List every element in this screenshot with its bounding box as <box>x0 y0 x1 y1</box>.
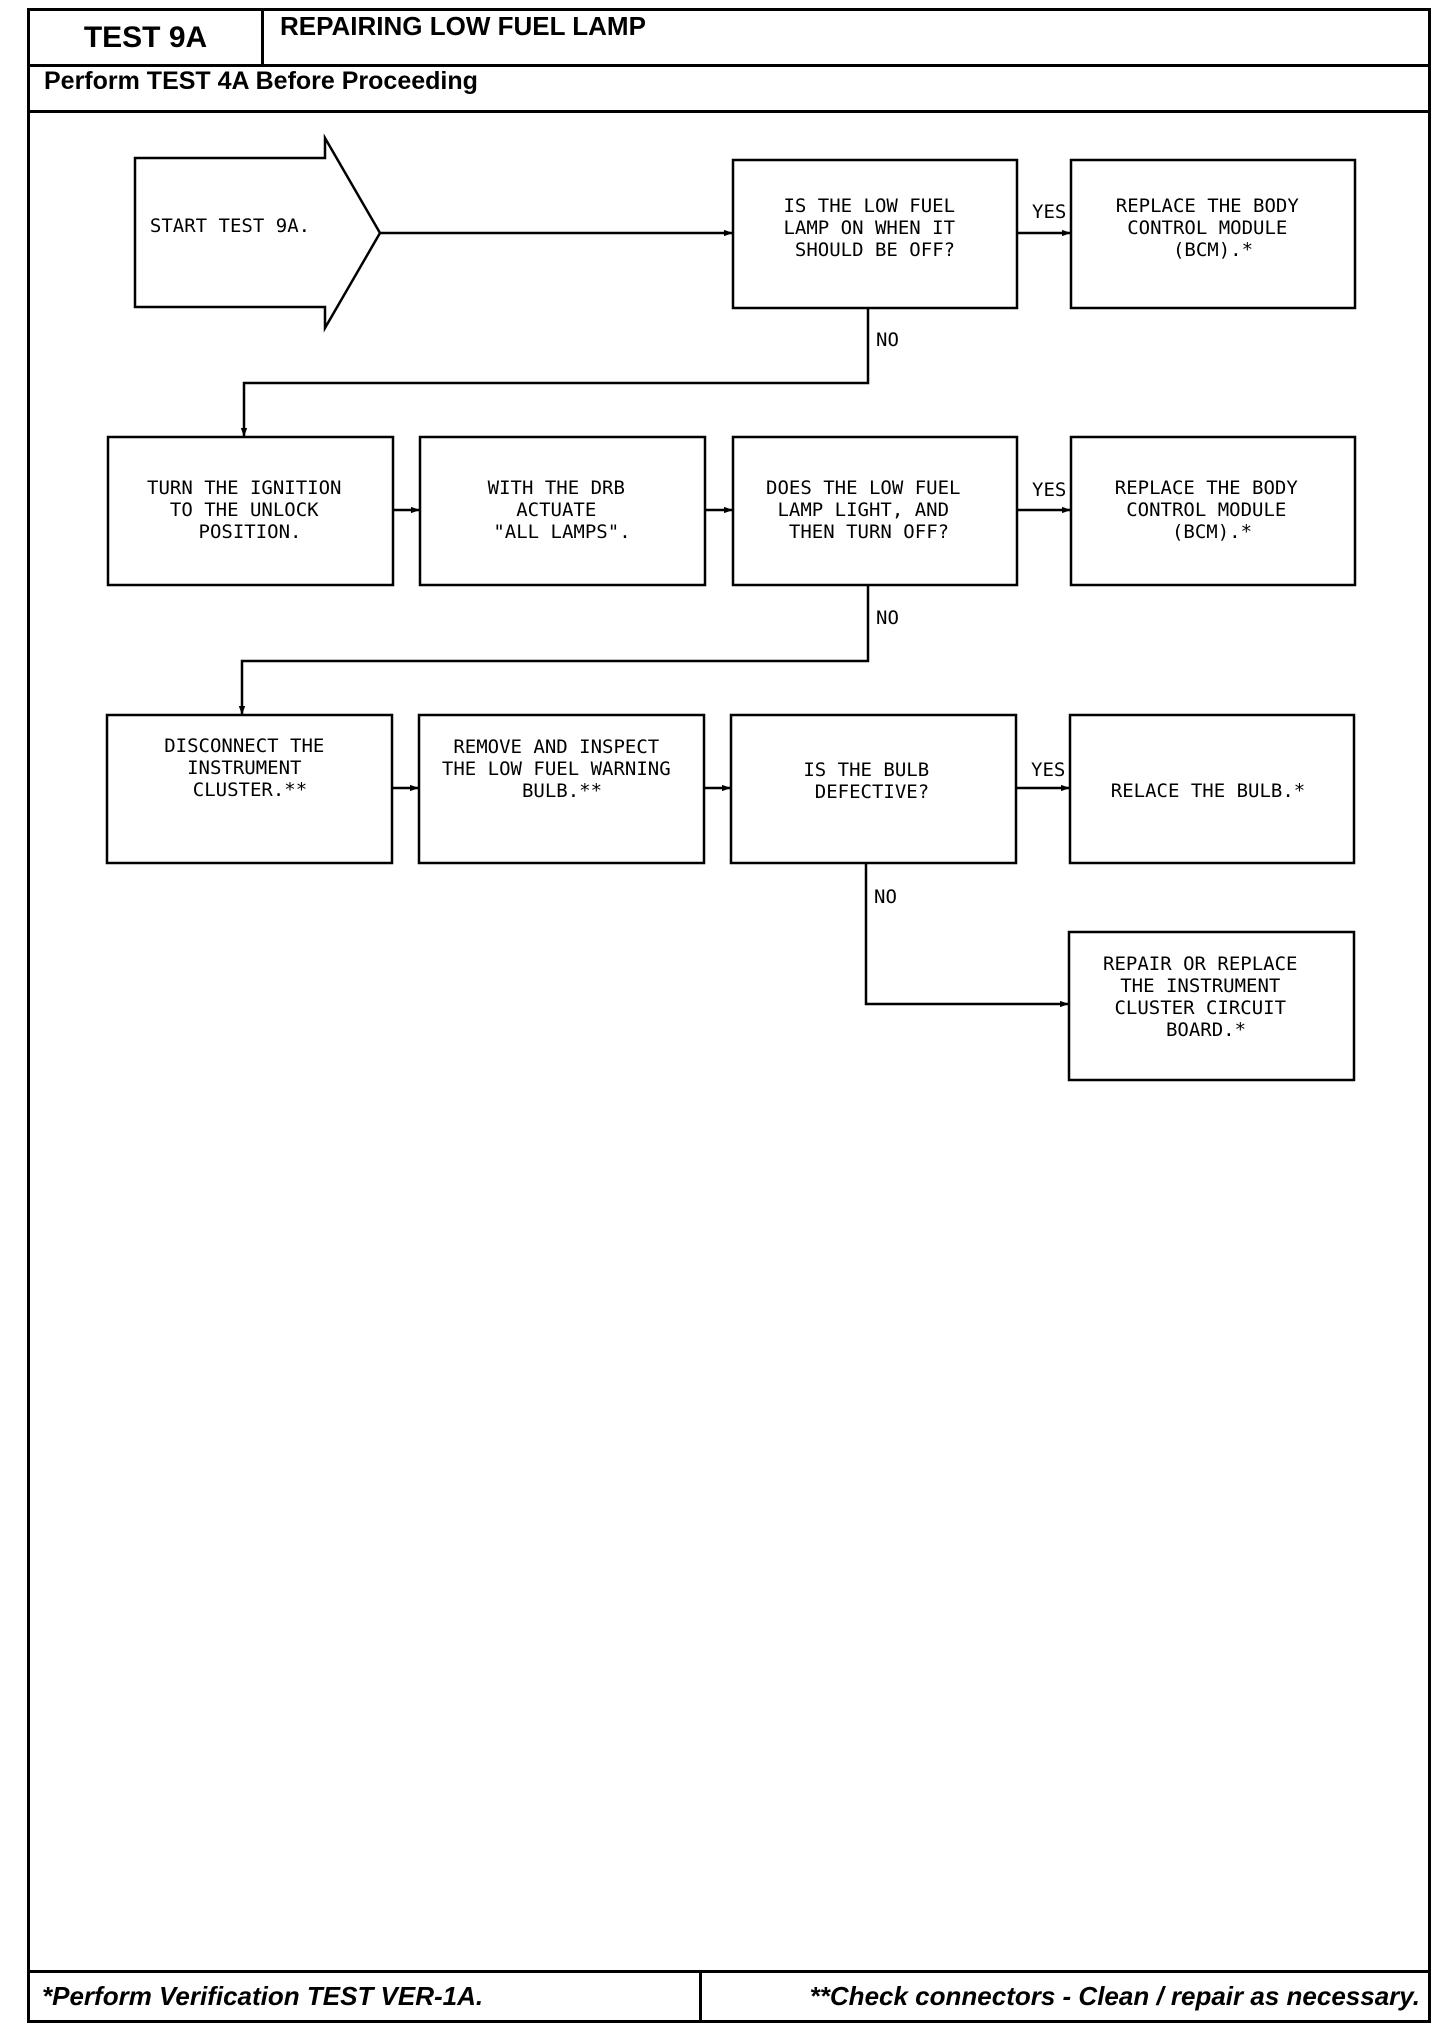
replace-bulb-text: RELACE THE BULB.* <box>1111 780 1305 802</box>
prerequisite-row: Perform TEST 4A Before Proceeding <box>30 67 1428 113</box>
start-label: START TEST 9A. <box>150 215 310 237</box>
prerequisite-note: Perform TEST 4A Before Proceeding <box>44 67 478 95</box>
q1-no-label: NO <box>876 329 899 351</box>
test-title: REPAIRING LOW FUEL LAMP <box>280 11 646 41</box>
footnote-single-star: *Perform Verification TEST VER-1A. <box>30 1973 702 2020</box>
q1-text: IS THE LOW FUEL LAMP ON WHEN IT SHOULD B… <box>783 195 966 261</box>
footnote-double-star: **Check connectors - Clean / repair as n… <box>809 1981 1420 2011</box>
repair-board-box <box>1067 930 1356 1082</box>
q1-yes-label: YES <box>1032 201 1066 223</box>
drb-step-text: WITH THE DRB ACTUATE "ALL LAMPS". <box>488 477 637 543</box>
header-row: TEST 9A REPAIRING LOW FUEL LAMP <box>30 11 1428 67</box>
inspect-step-text: REMOVE AND INSPECT THE LOW FUEL WARNING … <box>442 736 682 802</box>
q1-no-path <box>240 308 870 437</box>
q3-no-path <box>864 863 1069 1008</box>
replace-bcm-text-1: REPLACE THE BODY CONTROL MODULE (BCM).* <box>1116 195 1310 261</box>
q2-yes-label: YES <box>1032 479 1066 501</box>
disconnect-step-text: DISCONNECT THE INSTRUMENT CLUSTER.** <box>164 735 336 801</box>
test-number: TEST 9A <box>30 11 264 64</box>
replace-bcm-text-2: REPLACE THE BODY CONTROL MODULE (BCM).* <box>1115 477 1309 543</box>
ignition-step-text: TURN THE IGNITION TO THE UNLOCK POSITION… <box>147 477 353 543</box>
test-page: TEST 9A REPAIRING LOW FUEL LAMP Perform … <box>27 8 1431 2023</box>
q3-text: IS THE BULB DEFECTIVE? <box>803 759 940 803</box>
q2-no-path <box>238 585 870 715</box>
start-arrow-shape <box>133 133 382 333</box>
q2-text: DOES THE LOW FUEL LAMP LIGHT, AND THEN T… <box>766 477 972 543</box>
q3-no-label: NO <box>874 886 897 908</box>
q3-yes-label: YES <box>1031 759 1065 781</box>
footer-row: *Perform Verification TEST VER-1A. **Che… <box>30 1970 1428 2020</box>
q2-no-label: NO <box>876 607 899 629</box>
repair-board-text: REPAIR OR REPLACE THE INSTRUMENT CLUSTER… <box>1103 953 1309 1041</box>
